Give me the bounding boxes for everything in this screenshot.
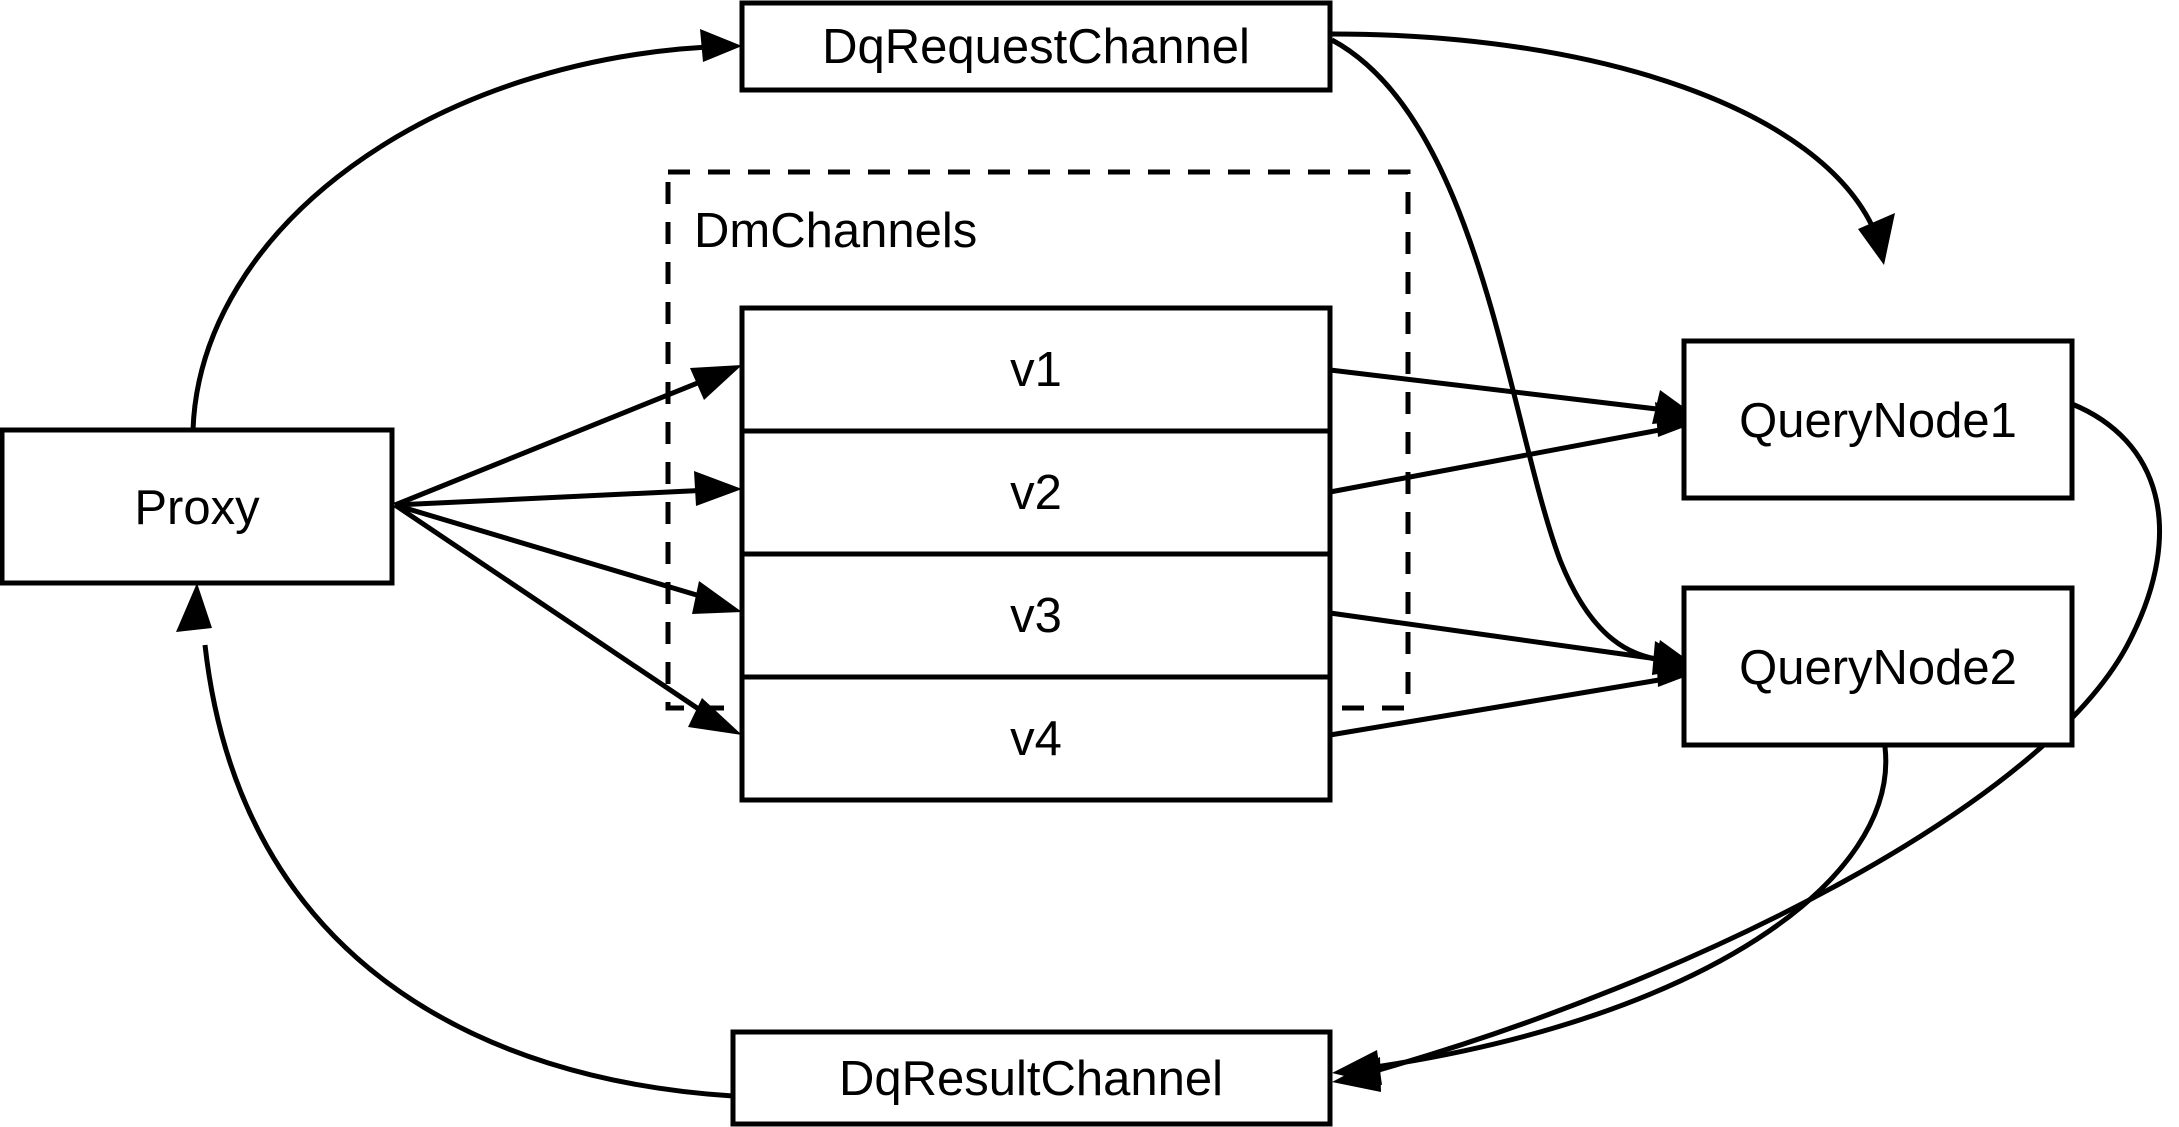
edge-dqrequestchannel-to-querynode1: [1331, 31, 1895, 265]
arrow-head-icon: [1332, 1050, 1382, 1085]
arrow-head-icon: [1655, 402, 1700, 437]
node-querynode2-label: QueryNode2: [1739, 641, 2017, 695]
arrow-head-icon: [700, 29, 742, 62]
node-dqrequestchannel-label: DqRequestChannel: [822, 20, 1250, 74]
node-dqresultchannel-box[interactable]: [730, 1029, 1333, 1127]
edge-v3-to-querynode2: [1329, 610, 1700, 674]
edge-line: [394, 375, 711, 508]
edge-line: [1329, 676, 1666, 738]
node-querynode2-box[interactable]: [1681, 585, 2075, 748]
dmchannels-group-label: DmChannels: [694, 204, 977, 258]
table-row[interactable]: v2: [1010, 466, 1062, 520]
edge-dqrequestchannel-to-querynode2: [1330, 37, 1700, 675]
edge-line: [1329, 367, 1666, 413]
dmchannels-table: v1 v2 v3 v4: [739, 305, 1333, 803]
table-row[interactable]: v1: [1010, 343, 1062, 397]
arrow-head-icon: [690, 365, 742, 400]
arrow-head-icon: [692, 581, 742, 614]
node-querynode1[interactable]: QueryNode1: [1681, 338, 2075, 501]
edge-v2-to-querynode1: [1329, 402, 1700, 495]
edge-querynode1-to-dqresultchannel: [1332, 401, 2162, 1092]
edge-proxy-to-v4: [393, 502, 742, 735]
edge-v4-to-querynode2: [1329, 652, 1700, 738]
table-row[interactable]: v4: [1010, 712, 1062, 766]
table-row[interactable]: v3: [1010, 589, 1062, 643]
node-proxy[interactable]: Proxy: [0, 427, 395, 586]
arrow-head-icon: [688, 698, 742, 735]
edge-line: [1367, 746, 1889, 1071]
edge-line: [1329, 426, 1666, 495]
node-dqrequestchannel-box[interactable]: [739, 0, 1333, 93]
arrow-head-icon: [1656, 652, 1700, 687]
edge-proxy-to-v3: [394, 502, 742, 614]
node-dqresultchannel[interactable]: DqResultChannel: [730, 1029, 1333, 1127]
dmchannels-group: DmChannels: [665, 169, 1411, 711]
edge-line: [1330, 37, 1667, 665]
node-querynode1-box[interactable]: [1681, 338, 2075, 501]
edge-line: [1329, 610, 1666, 663]
edge-dqresultchannel-to-proxy: [176, 583, 734, 1099]
edge-proxy-to-v1: [394, 365, 742, 508]
arrow-head-icon: [176, 583, 212, 632]
node-dqresultchannel-label: DqResultChannel: [839, 1052, 1223, 1106]
edge-querynode2-to-dqresultchannel: [1332, 746, 1889, 1085]
node-dqrequestchannel[interactable]: DqRequestChannel: [739, 0, 1333, 93]
edge-line: [190, 43, 731, 431]
edge-line: [1331, 31, 1877, 232]
edge-proxy-to-dqrequestchannel: [190, 29, 742, 431]
edge-line: [394, 487, 711, 508]
arrow-head-icon: [694, 471, 742, 506]
node-proxy-box[interactable]: [0, 427, 395, 586]
edge-proxy-to-v2: [394, 471, 742, 508]
arrow-head-icon: [1858, 213, 1895, 265]
node-querynode2[interactable]: QueryNode2: [1681, 585, 2075, 748]
edge-line: [394, 502, 711, 602]
edge-line: [393, 502, 708, 717]
edge-line: [202, 644, 734, 1099]
node-querynode1-label: QueryNode1: [1739, 394, 2017, 448]
node-proxy-label: Proxy: [134, 481, 260, 535]
